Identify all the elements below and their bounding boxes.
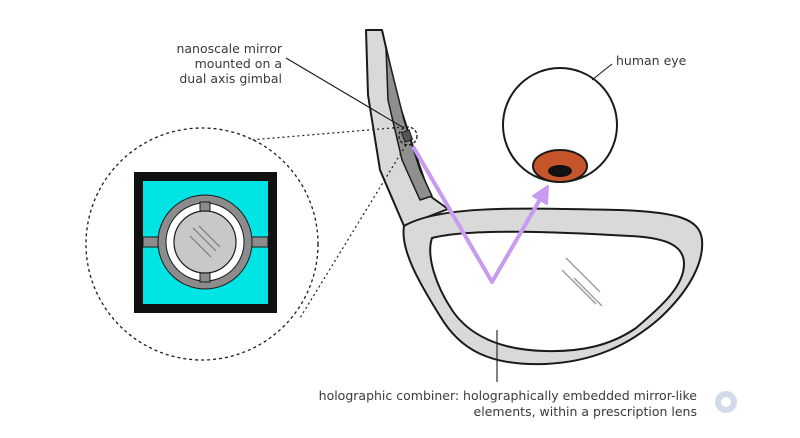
watermark-url: www.7tin.cn xyxy=(745,414,788,422)
beam-arrowhead xyxy=(532,185,549,205)
eye-label: human eye xyxy=(616,53,687,68)
magnified-view-circle xyxy=(85,127,319,361)
mirror-element xyxy=(400,129,414,143)
lens-glare xyxy=(561,257,603,307)
watermark-text: 青亭网 xyxy=(742,394,787,412)
mirror-label-line3: dual axis gimbal xyxy=(179,71,282,86)
mirror-label-line2: mounted on a xyxy=(195,56,282,71)
eye-leader xyxy=(591,63,613,81)
mirror-plate xyxy=(173,210,237,274)
watermark: 青亭网 www.7tin.cn xyxy=(713,389,788,422)
mirror-label-line1: nanoscale mirror xyxy=(176,41,282,56)
mirror-leader xyxy=(285,57,405,129)
combiner-label-line1: holographic combiner: holographically em… xyxy=(319,388,698,403)
frame-front xyxy=(402,207,704,366)
labels: nanoscale mirror mounted on a dual axis … xyxy=(176,41,697,419)
mirror-callout xyxy=(85,126,418,361)
gimbal-detail xyxy=(134,172,277,313)
light-beam xyxy=(412,146,549,284)
combiner-label-line2: elements, within a prescription lens xyxy=(474,404,697,419)
glasses-frame xyxy=(365,29,704,366)
pupil xyxy=(548,165,572,177)
human-eye xyxy=(502,67,618,183)
temple-arm-channel xyxy=(385,47,433,201)
mirror-plate-glare xyxy=(189,225,221,258)
mirror-marker xyxy=(398,126,418,146)
leader-lines xyxy=(285,57,613,382)
